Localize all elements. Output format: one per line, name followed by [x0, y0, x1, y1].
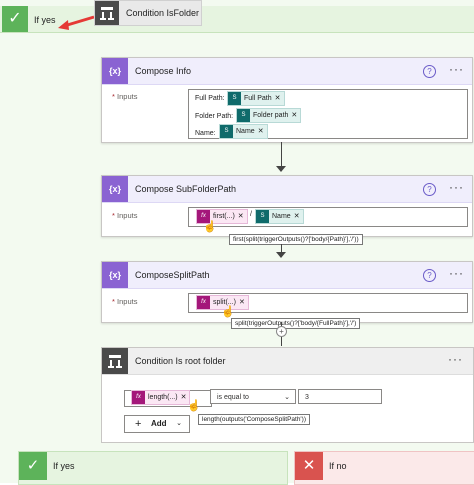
if-yes-header[interactable] [0, 6, 474, 33]
insert-step-icon[interactable]: + [276, 326, 287, 337]
more-options-icon[interactable]: ··· [449, 62, 464, 76]
condition-isfolder-title: Condition IsFolder [126, 8, 200, 18]
help-icon[interactable]: ? [423, 269, 436, 282]
hand-cursor-icon: ☝ [221, 306, 235, 318]
red-arrow-annotation [58, 15, 95, 30]
arrow-down-icon [276, 252, 286, 258]
close-icon[interactable]: ✕ [180, 394, 187, 401]
expression-tooltip: length(outputs('ComposeSplitPath')) [198, 414, 311, 425]
more-options-icon[interactable]: ··· [449, 180, 464, 194]
fx-icon: fx [132, 391, 145, 404]
expression-tooltip: first(split(triggerOutputs()?['body/{Pat… [229, 234, 363, 245]
branch-if-yes[interactable]: ✓ If yes [18, 451, 288, 485]
add-button[interactable]: + Add ⌄ [124, 415, 190, 433]
sharepoint-icon: S [220, 125, 233, 138]
branch-if-no-label: If no [329, 461, 347, 471]
compose-icon: {x} [102, 176, 128, 202]
sharepoint-icon: S [237, 109, 250, 122]
plus-icon: + [135, 418, 142, 430]
if-yes-label: If yes [34, 15, 56, 25]
fx-icon: fx [197, 296, 210, 309]
condition-icon [102, 348, 128, 374]
close-icon[interactable]: ✕ [291, 112, 298, 119]
more-options-icon[interactable]: ··· [449, 266, 464, 280]
arrow-down-icon [276, 166, 286, 172]
chevron-down-icon: ⌄ [176, 420, 182, 427]
name-prefix: Name: [195, 130, 216, 137]
condition-icon [95, 1, 119, 25]
help-icon[interactable]: ? [423, 183, 436, 196]
inputs-label: * Inputs [112, 211, 138, 220]
fx-icon: fx [197, 210, 210, 223]
chevron-down-icon: ⌄ [284, 394, 290, 401]
compose-subfolderpath-card[interactable]: {x} Compose SubFolderPath ? ··· * Inputs [101, 175, 473, 237]
sharepoint-icon: S [256, 210, 269, 223]
full-path-prefix: Full Path: [195, 95, 225, 102]
check-icon: ✓ [19, 452, 47, 480]
compose-subfolderpath-title: Compose SubFolderPath [135, 184, 237, 194]
help-icon[interactable]: ? [423, 65, 436, 78]
close-icon[interactable]: ✕ [274, 95, 281, 102]
folder-path-prefix: Folder Path: [195, 113, 234, 120]
branch-if-yes-label: If yes [53, 461, 75, 471]
hand-cursor-icon: ☝ [187, 400, 201, 412]
condition-root-title: Condition Is root folder [135, 356, 226, 366]
composesplitpath-card[interactable]: {x} ComposeSplitPath ? ··· * Inputs [101, 261, 473, 323]
expression-tooltip: split(triggerOutputs()?['body/{FullPath}… [231, 318, 361, 329]
compose-info-card[interactable]: {x} Compose Info ? ··· * Inputs [101, 57, 473, 143]
condition-value-field[interactable]: 3 [298, 389, 382, 404]
condition-isfolder-chip[interactable]: Condition IsFolder [94, 0, 202, 26]
close-icon[interactable]: ✕ [238, 299, 245, 306]
inputs-field[interactable] [188, 293, 468, 313]
close-icon[interactable]: ✕ [257, 128, 264, 135]
connector-line [281, 142, 282, 168]
sharepoint-icon: S [228, 92, 241, 105]
close-icon: ✕ [295, 452, 323, 480]
hand-cursor-icon: ☝ [203, 221, 217, 233]
close-icon[interactable]: ✕ [237, 213, 244, 220]
compose-info-title: Compose Info [135, 66, 192, 76]
compose-icon: {x} [102, 58, 128, 84]
close-icon[interactable]: ✕ [293, 213, 300, 220]
branch-if-no[interactable]: ✕ If no [294, 451, 474, 485]
check-icon: ✓ [2, 6, 28, 32]
operator-select[interactable]: is equal to⌄ [210, 389, 296, 404]
composesplitpath-title: ComposeSplitPath [135, 270, 210, 280]
path-separator: / [250, 211, 252, 218]
inputs-label: * Inputs [112, 92, 138, 101]
connector-line [281, 244, 282, 254]
compose-icon: {x} [102, 262, 128, 288]
more-options-icon[interactable]: ··· [448, 352, 463, 366]
inputs-label: * Inputs [112, 297, 138, 306]
